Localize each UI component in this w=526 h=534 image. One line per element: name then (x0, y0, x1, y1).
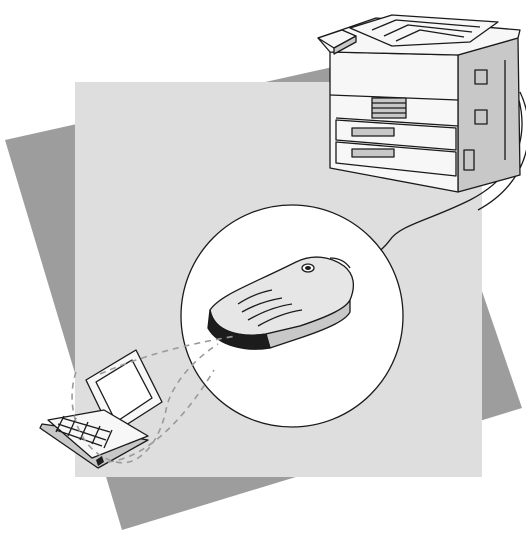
printer (318, 15, 520, 192)
